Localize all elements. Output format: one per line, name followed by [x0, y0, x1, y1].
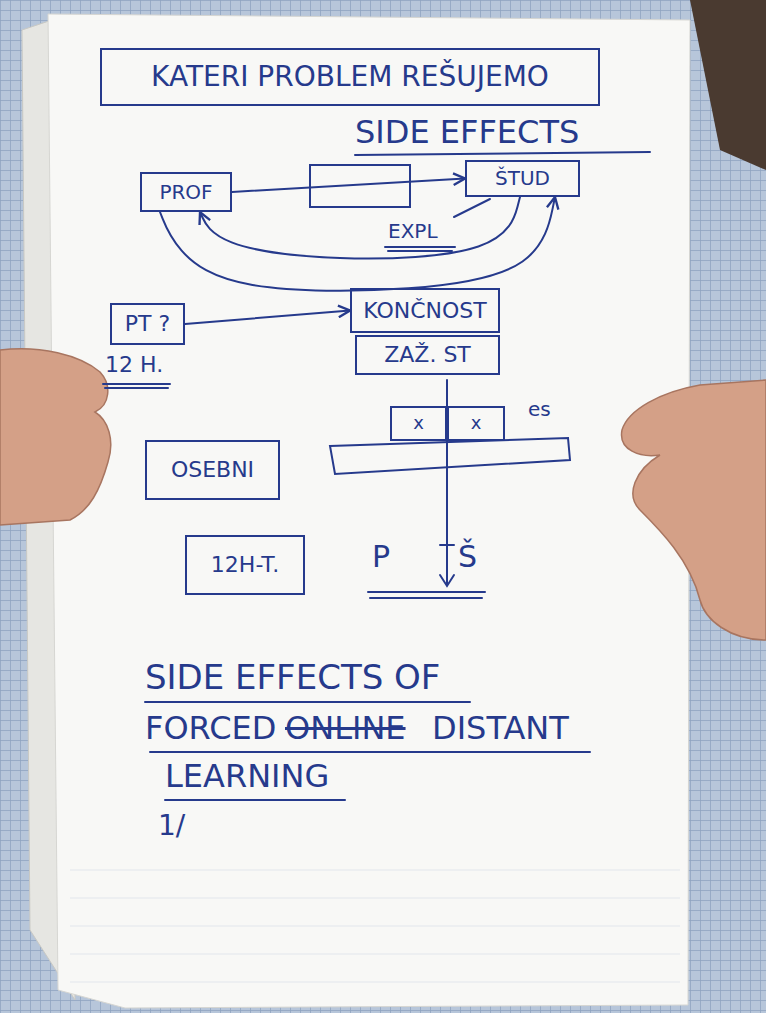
sketch-arrow: [185, 311, 350, 325]
sketch-box: PROF: [140, 172, 232, 212]
underline: [165, 799, 345, 801]
left-hand: [0, 349, 111, 525]
box-text: 12H-T.: [211, 552, 279, 577]
box-text: PT ?: [125, 311, 170, 336]
axis-arrowhead: [440, 575, 454, 586]
ruled-lines: [70, 870, 680, 982]
double-underline: [368, 591, 485, 593]
sketch-box: ZAŽ. ST: [355, 335, 500, 375]
sketch-box: x: [390, 406, 447, 441]
underline: [388, 250, 452, 252]
heading-underline: [355, 152, 650, 155]
sketch-box: OSEBNI: [145, 440, 280, 500]
handwritten-note: LEARNING: [165, 758, 329, 795]
box-text: OSEBNI: [171, 457, 254, 482]
sketch-box: 12H-T.: [185, 535, 305, 595]
double-underline: [370, 597, 482, 599]
underline: [385, 246, 455, 248]
handwritten-note: DISTANT: [432, 710, 569, 747]
box-text: ŠTUD: [495, 167, 550, 190]
handwritten-note: SIDE EFFECTS OF: [145, 658, 440, 697]
handwritten-note: EXPL: [388, 220, 438, 243]
handwritten-note: 1/: [158, 810, 185, 842]
handwritten-note: SIDE EFFECTS: [355, 114, 579, 151]
handwritten-note: Š: [458, 540, 477, 575]
sketch-box: PT ?: [110, 303, 185, 345]
handwritten-note: ONLINE: [285, 710, 406, 747]
right-hand: [622, 380, 766, 640]
sketch-arrow: [200, 197, 520, 258]
box-text: KONČNOST: [363, 298, 487, 323]
handwritten-note: P: [372, 540, 390, 575]
underline: [145, 701, 470, 703]
handwritten-note: 12 H.: [105, 352, 163, 377]
underline: [103, 383, 170, 385]
paper-sheet: [48, 14, 690, 1008]
bag-strap: [690, 0, 766, 170]
handwritten-note: es: [528, 398, 551, 421]
underline: [150, 751, 590, 753]
long-bar: [330, 438, 570, 474]
box-text: x: [413, 413, 424, 434]
sketch-box: KONČNOST: [350, 288, 500, 333]
sketch-box: x: [447, 406, 505, 441]
box-text: x: [471, 413, 482, 434]
underline: [105, 387, 168, 389]
box-text: PROF: [159, 181, 212, 204]
axis-tick: [440, 544, 454, 546]
box-text: KATERI PROBLEM REŠUJEMO: [151, 61, 549, 93]
leader-line: [454, 199, 490, 217]
handwritten-note: FORCED: [145, 710, 276, 747]
sketch-box: KATERI PROBLEM REŠUJEMO: [100, 48, 600, 106]
sketch-arrow: [232, 179, 465, 193]
sketch-box: ŠTUD: [465, 160, 580, 197]
box-text: ZAŽ. ST: [384, 342, 471, 367]
